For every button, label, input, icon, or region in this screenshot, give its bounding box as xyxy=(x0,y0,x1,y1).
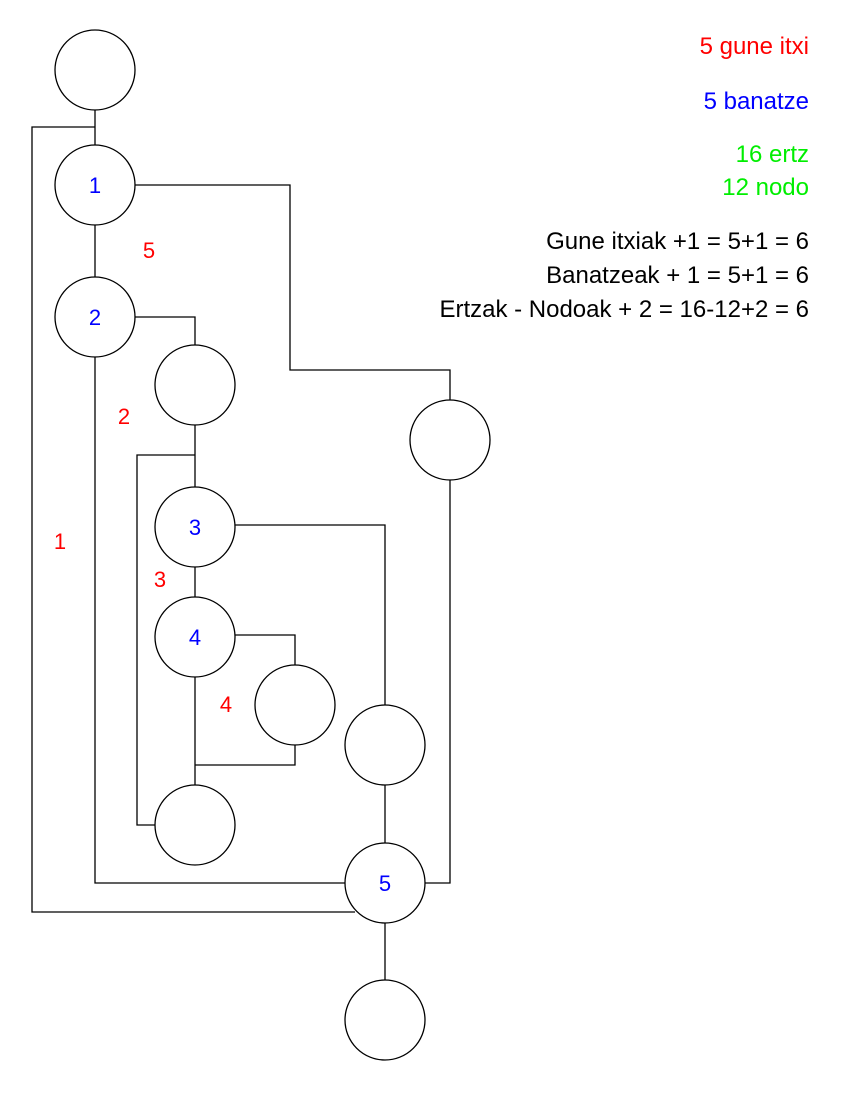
edge-d-to-b xyxy=(195,745,296,766)
decisions-count: 5 banatze xyxy=(703,88,809,115)
region-4-label: 4 xyxy=(220,692,232,717)
edge-2-to-5 xyxy=(94,357,346,884)
node-4 xyxy=(154,596,236,678)
node-a xyxy=(154,344,236,426)
region-5-label: 5 xyxy=(143,238,155,263)
region-2-label: 2 xyxy=(118,404,130,429)
node-2-label: 2 xyxy=(89,305,101,330)
node-labels: 1 2 3 4 5 xyxy=(89,173,391,896)
node-1-label: 1 xyxy=(89,173,101,198)
edge-loop-5-to-1 xyxy=(31,126,355,913)
region-labels: 1 2 3 4 5 xyxy=(54,238,232,717)
formula-edges-nodes: Ertzak - Nodoak + 2 = 16-12+2 = 6 xyxy=(439,296,809,323)
closed-regions-count: 5 gune itxi xyxy=(699,33,809,60)
node-d xyxy=(254,664,336,746)
graph-nodes xyxy=(54,29,491,1061)
node-b xyxy=(154,784,236,866)
edge-3-to-c xyxy=(235,524,386,705)
node-right xyxy=(409,399,491,481)
edge-right-node-to-5 xyxy=(424,480,451,884)
node-4-label: 4 xyxy=(189,625,201,650)
end-node xyxy=(344,979,426,1061)
node-5-label: 5 xyxy=(379,871,391,896)
edge-2-to-a xyxy=(135,316,196,345)
edge-1-to-right-node xyxy=(135,184,451,400)
formula-decisions: Banatzeak + 1 = 5+1 = 6 xyxy=(546,262,809,289)
region-1-label: 1 xyxy=(54,529,66,554)
node-3-label: 3 xyxy=(189,515,201,540)
nodes-count: 12 nodo xyxy=(722,174,809,201)
edge-loop-b-to-3 xyxy=(136,454,195,826)
formula-regions: Gune itxiak +1 = 5+1 = 6 xyxy=(546,228,809,255)
start-node xyxy=(54,29,136,111)
node-c xyxy=(344,704,426,786)
graph-edges xyxy=(31,110,451,980)
region-3-label: 3 xyxy=(154,567,166,592)
edge-4-to-d xyxy=(235,634,296,665)
node-2 xyxy=(54,276,136,358)
edges-count: 16 ertz xyxy=(735,141,809,168)
node-5 xyxy=(344,842,426,924)
node-1 xyxy=(54,144,136,226)
node-3 xyxy=(154,486,236,568)
